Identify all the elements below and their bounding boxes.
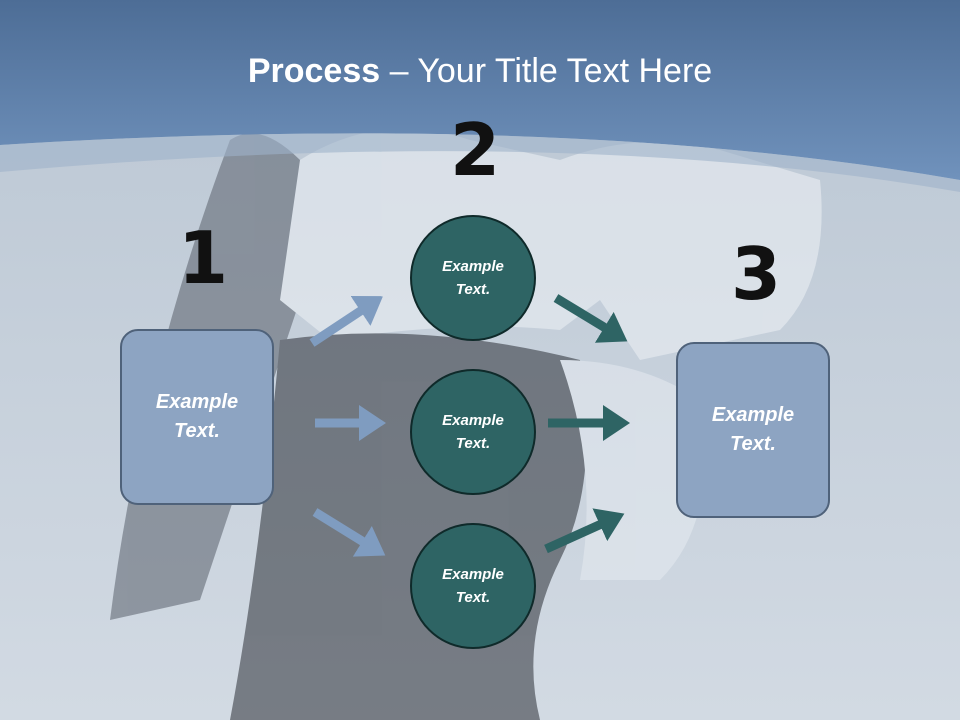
header-band (0, 0, 960, 180)
left-box-text: Example Text. (155, 391, 239, 442)
process-circle-middle: Example Text. (410, 369, 536, 495)
arrow-to-top-circle (309, 295, 384, 347)
title-rest: – Your Title Text Here (380, 52, 713, 90)
step-number-3: 3 (731, 232, 782, 316)
arrow-to-bottom-circle (312, 508, 386, 557)
step-number-1: 1 (178, 216, 229, 300)
step-number-2: 2 (450, 108, 501, 192)
arrow-from-top-circle (553, 294, 628, 343)
right-process-box: Example Text. (676, 342, 830, 518)
title-bold: Process (247, 52, 381, 90)
right-box-text: Example Text. (711, 404, 795, 455)
circle-middle-text: Example Text. (442, 412, 504, 452)
process-circle-bottom: Example Text. (410, 523, 536, 649)
process-circle-top: Example Text. (410, 215, 536, 341)
slide-title: Process – Your Title Text Here (0, 52, 960, 91)
left-process-box: Example Text. (120, 329, 274, 505)
arrow-from-bottom-circle (544, 508, 625, 554)
circle-top-text: Example Text. (442, 258, 504, 298)
circle-bottom-text: Example Text. (442, 566, 504, 606)
